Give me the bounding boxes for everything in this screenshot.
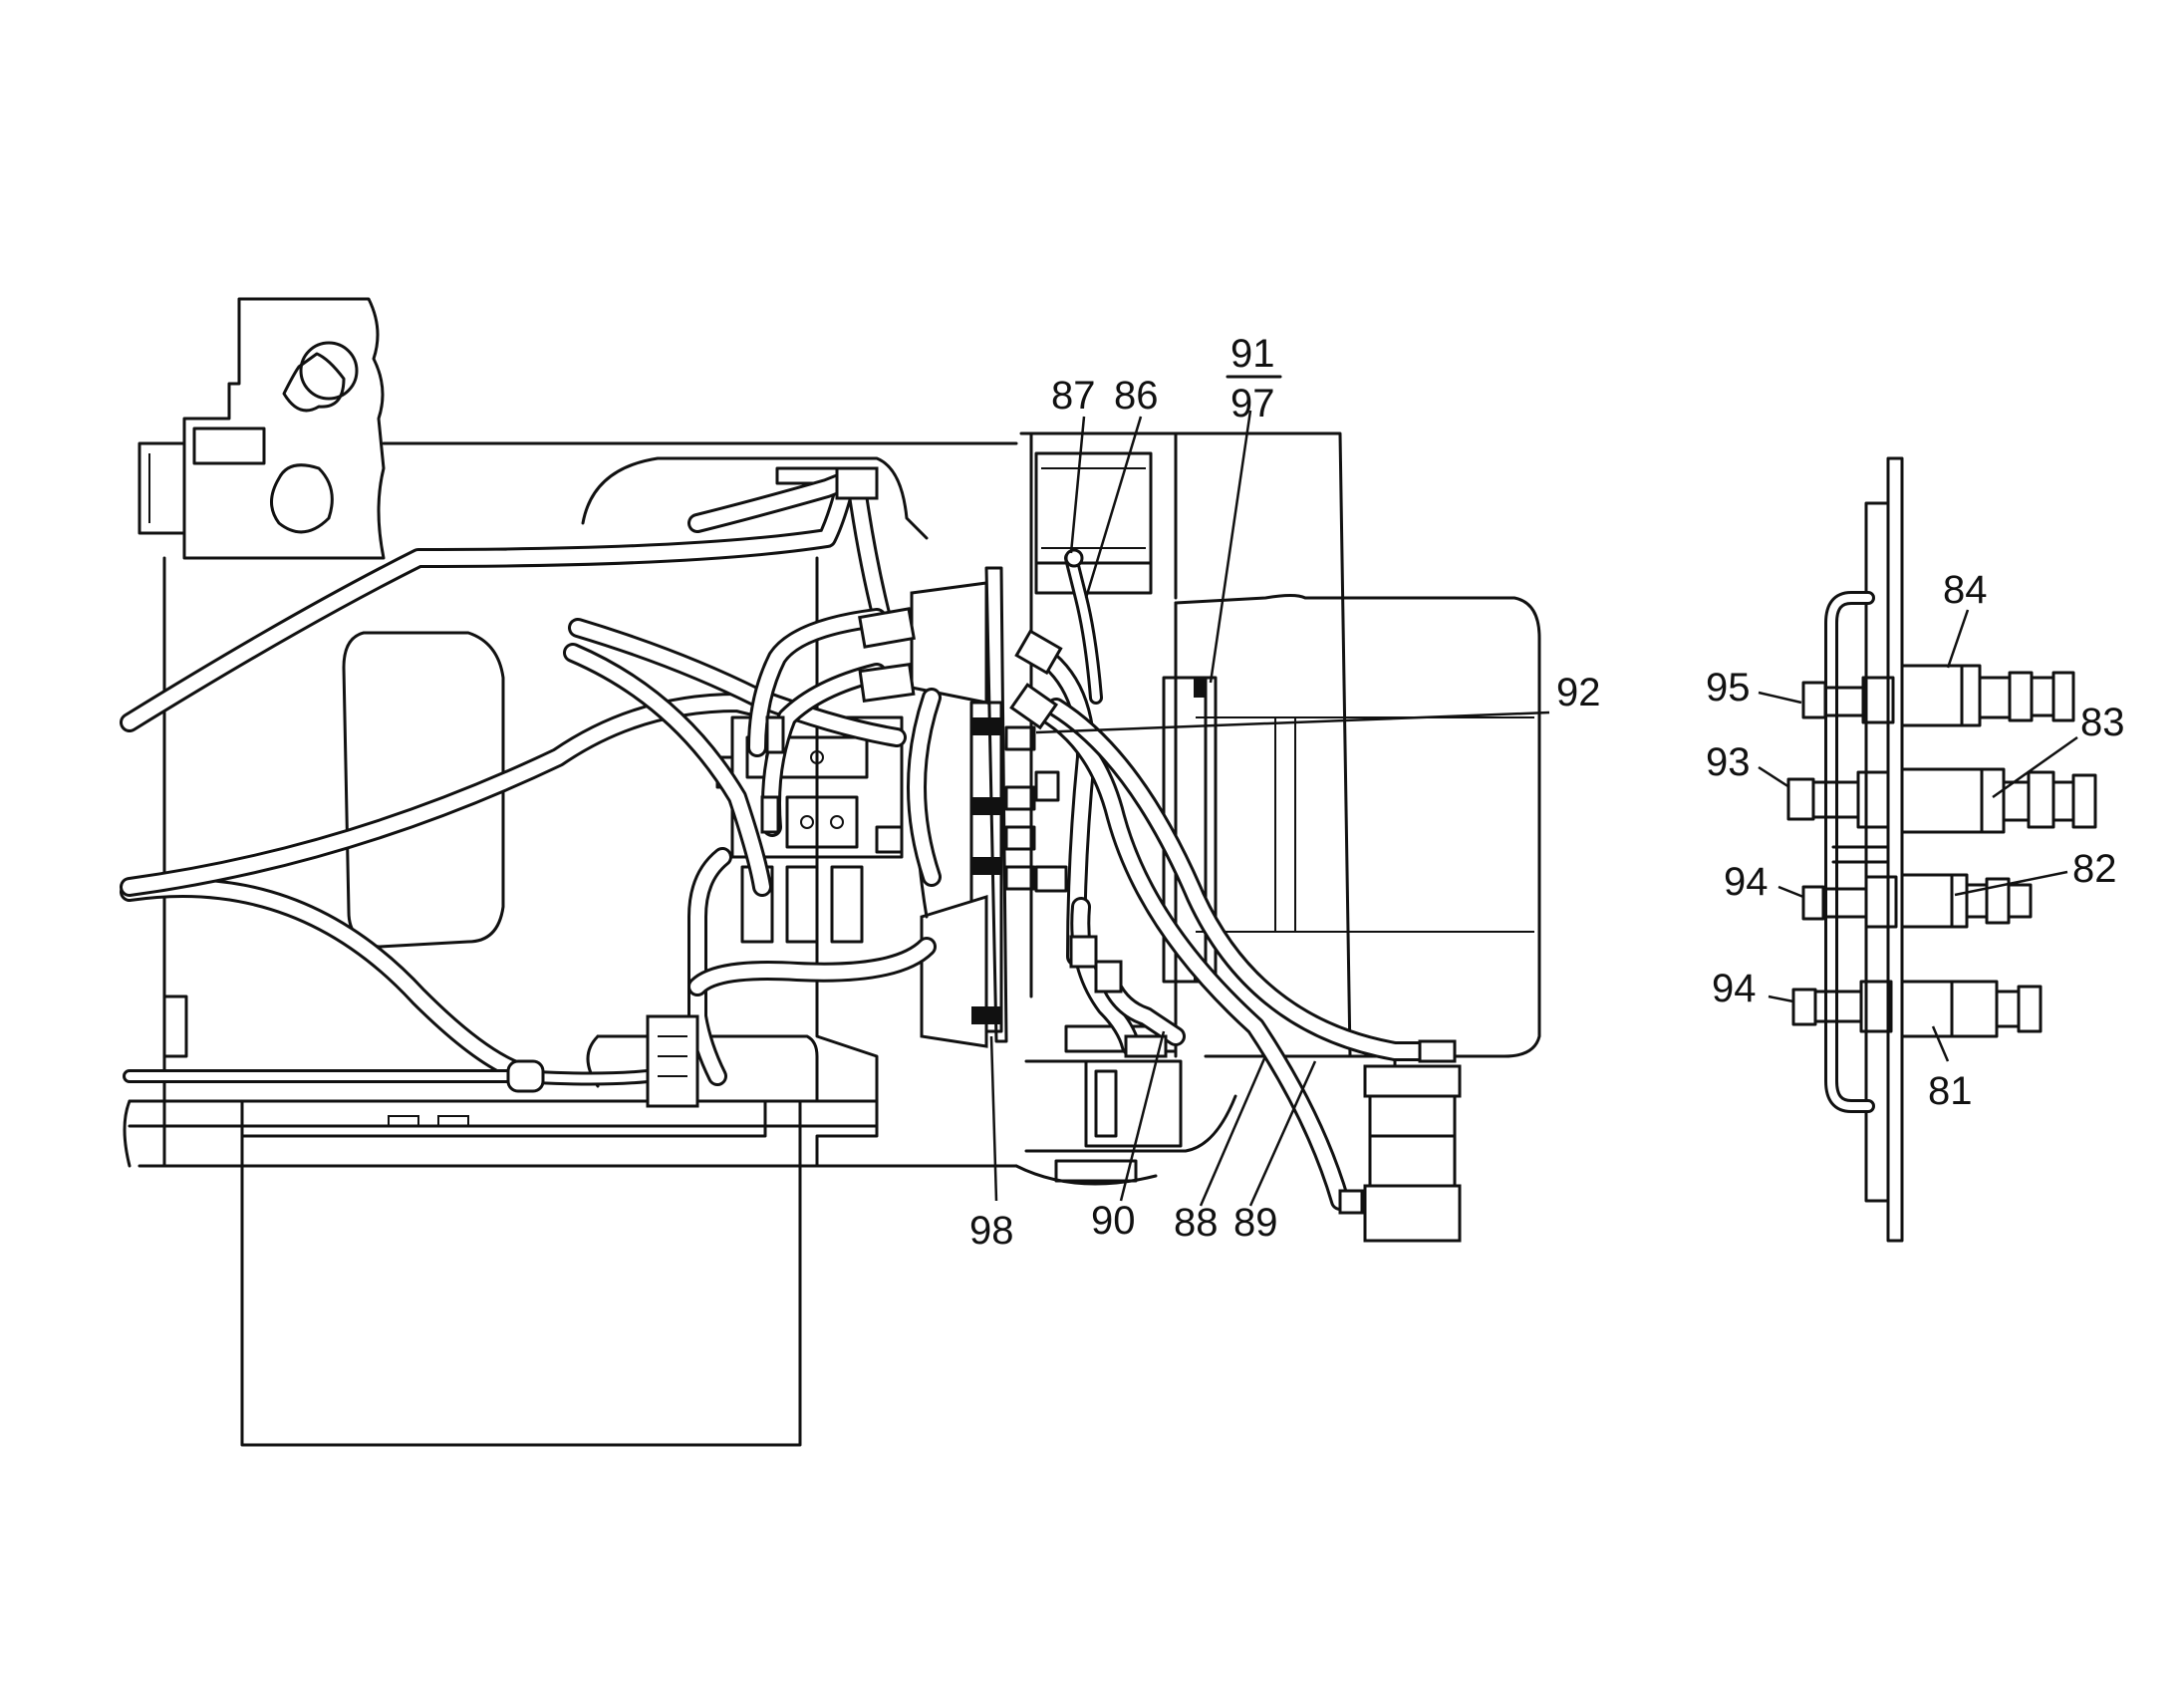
- engine-block: [182, 297, 386, 560]
- callout-94-upper: 94: [1724, 860, 1769, 904]
- leader-lines-detail: [1758, 609, 2078, 1062]
- manifold-upper: [910, 581, 988, 705]
- callout-83: 83: [2080, 701, 2125, 744]
- callout-94-lower: 94: [1712, 967, 1757, 1010]
- battery-box: [240, 1099, 802, 1447]
- callout-88: 88: [1174, 1201, 1219, 1245]
- engine-block-plate: [192, 426, 266, 465]
- callout-89: 89: [1233, 1201, 1278, 1245]
- inner-panel: [342, 631, 505, 949]
- leader-lines-main: [989, 410, 1550, 1207]
- pump-cylinder: [1363, 1064, 1462, 1243]
- detail-valve-82: [1801, 873, 2033, 929]
- callout-86: 86: [1114, 374, 1159, 418]
- callout-82: 82: [2072, 847, 2117, 891]
- engine-port-upper: [282, 352, 346, 413]
- main-assembly: 87 86 91 97 92 98 90 88 89: [120, 297, 1601, 1447]
- frame-post: [162, 995, 188, 1058]
- top-bracket: [581, 456, 929, 540]
- hose-fittings: [506, 466, 1457, 1215]
- callout-91: 91: [1230, 332, 1275, 376]
- callout-87: 87: [1051, 374, 1096, 418]
- callout-95: 95: [1706, 666, 1751, 710]
- detail-valve-83: [1786, 767, 2097, 834]
- callout-93: 93: [1706, 740, 1751, 784]
- detail-mounting-plate: [1886, 456, 1904, 1243]
- manifold-lower: [920, 894, 988, 1048]
- callout-92: 92: [1556, 671, 1601, 714]
- callout-90: 90: [1091, 1199, 1136, 1243]
- callout-84: 84: [1943, 568, 1988, 612]
- battery-lid: [240, 1099, 767, 1138]
- engine-side-bracket: [137, 441, 186, 535]
- callout-97: 97: [1230, 382, 1275, 426]
- engine-port-circle: [299, 341, 359, 401]
- callout-98: 98: [969, 1209, 1014, 1253]
- detail-valve-81: [1791, 980, 2043, 1038]
- callout-81: 81: [1928, 1069, 1973, 1113]
- detail-valve-84: [1801, 664, 2075, 727]
- hose-bundle: [120, 468, 1450, 1211]
- valve-detail-view: 84 95 83 93 94 82 94 81: [1706, 456, 2125, 1243]
- engine-port-lower: [270, 463, 334, 534]
- lower-housing: [596, 1034, 819, 1103]
